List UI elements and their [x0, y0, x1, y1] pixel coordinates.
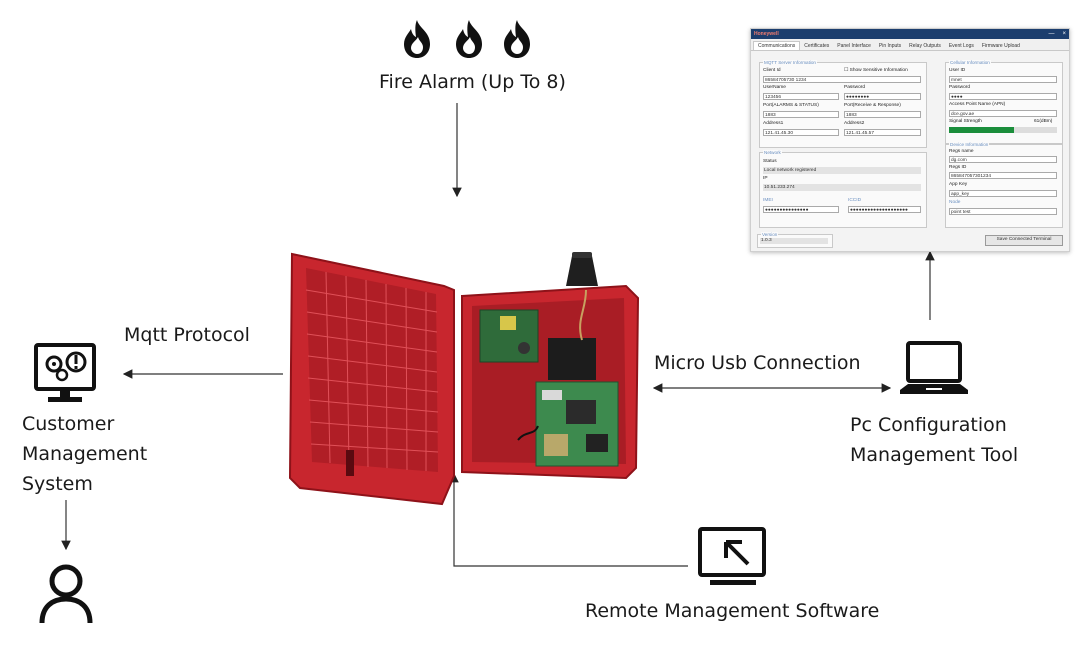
- port-alarms-field[interactable]: 1883: [763, 111, 839, 118]
- tab-pin-inputs[interactable]: Pin Inputs: [878, 43, 902, 49]
- mqtt-server-group: MQTT Server Information Client Id ☐ Show…: [759, 60, 927, 148]
- status-label: Status: [763, 159, 777, 164]
- usb-label: Micro Usb Connection: [654, 352, 861, 374]
- password-field[interactable]: ●●●●●●●●: [844, 93, 921, 100]
- address2-label: Address2: [844, 121, 865, 126]
- apn-field[interactable]: dce.gov.ae: [949, 110, 1057, 117]
- show-sensitive-checkbox[interactable]: ☐ Show Sensitive Information: [844, 68, 908, 73]
- cell-password-label: Password: [949, 85, 971, 90]
- arrow-remote-to-panel: [449, 472, 688, 567]
- minimize-icon[interactable]: —: [1048, 31, 1055, 37]
- tab-relay-outputs[interactable]: Relay Outputs: [909, 43, 941, 49]
- signal-bar: [949, 127, 1057, 133]
- device-group-title: Device Information: [949, 142, 990, 147]
- client-id-label: Client Id: [763, 68, 781, 73]
- address1-field[interactable]: 121.41.45.30: [763, 129, 839, 136]
- regs-name-label: Regs name: [949, 149, 974, 154]
- regs-name-field[interactable]: dg.com: [949, 156, 1057, 163]
- window-titlebar: Honeywell — ×: [751, 29, 1069, 39]
- ip-value: 10.51.233.274: [763, 184, 921, 191]
- address1-label: Address1: [763, 121, 784, 126]
- config-tool-window: Honeywell — × Communications Certificates…: [750, 28, 1070, 252]
- fire-panel-enclosure: [286, 250, 642, 516]
- tab-firmware-upload[interactable]: Firmware Upload: [981, 43, 1020, 49]
- cell-password-field[interactable]: ●●●●: [949, 93, 1057, 100]
- fire-icon: [452, 18, 486, 64]
- save-connected-terminal-button[interactable]: Save Connected Terminal: [985, 235, 1063, 246]
- monitor-gears-icon: [32, 342, 98, 410]
- port-alarms-label: Port(ALARMS & STATUS): [763, 103, 819, 108]
- imei-label: IMEI: [763, 198, 773, 203]
- version-value: 1.0.3: [760, 238, 828, 244]
- regs-id-field[interactable]: 865847057301234: [949, 172, 1057, 179]
- pc-tool-label-line1: Pc Configuration: [850, 414, 1007, 436]
- version-group: Version 1.0.3: [757, 232, 833, 248]
- pc-tool-label-line2: Management Tool: [850, 444, 1019, 466]
- user-id-field[interactable]: mnet: [949, 76, 1057, 83]
- mqtt-label: Mqtt Protocol: [124, 324, 250, 346]
- cellular-group: Cellular Information User ID mnet Passwo…: [945, 60, 1063, 144]
- client-id-field[interactable]: 86584705730 1234: [763, 76, 921, 83]
- tab-communications[interactable]: Communications: [753, 41, 801, 50]
- user-icon: [38, 563, 94, 629]
- port-receive-field[interactable]: 1883: [844, 111, 921, 118]
- apn-label: Access Point Name (APN): [949, 102, 1006, 107]
- laptop-icon: [898, 340, 970, 402]
- network-group: Network Status Local network registered …: [759, 150, 927, 228]
- tab-panel-interface[interactable]: Panel Interface: [837, 43, 871, 49]
- cellular-group-title: Cellular Information: [949, 60, 991, 65]
- iccid-field[interactable]: ●●●●●●●●●●●●●●●●●●●●: [848, 206, 921, 213]
- window-title: Honeywell: [754, 31, 779, 37]
- customer-label-line1: Customer: [22, 413, 115, 435]
- customer-label-line2: Management: [22, 443, 148, 465]
- node-field[interactable]: point test: [949, 208, 1057, 215]
- user-id-label: User ID: [949, 68, 966, 73]
- signal-bar-fill: [949, 127, 1014, 133]
- fire-icon: [400, 18, 434, 64]
- remote-screen-icon: [696, 526, 770, 592]
- node-label: Node: [949, 200, 961, 205]
- device-group: Device Information Regs name dg.com Regs…: [945, 142, 1063, 228]
- port-receive-label: Port(Receive & Response): [844, 103, 901, 108]
- ip-label: IP: [763, 176, 768, 181]
- signal-label: Signal Strength: [949, 119, 982, 124]
- fire-icon: [500, 18, 534, 64]
- username-label: UserName: [763, 85, 786, 90]
- address2-field[interactable]: 121.41.45.57: [844, 129, 921, 136]
- imei-field[interactable]: ●●●●●●●●●●●●●●●: [763, 206, 839, 213]
- close-icon[interactable]: ×: [1062, 31, 1066, 37]
- regs-id-label: Regs ID: [949, 165, 967, 170]
- mqtt-group-title: MQTT Server Information: [763, 60, 817, 65]
- network-group-title: Network: [763, 150, 782, 155]
- tab-bar: Communications Certificates Panel Interf…: [751, 39, 1069, 51]
- username-field[interactable]: 123456: [763, 93, 839, 100]
- app-key-label: App Key: [949, 182, 968, 187]
- app-key-field[interactable]: app_key: [949, 190, 1057, 197]
- signal-value: 61(dBm): [1034, 119, 1053, 124]
- remote-label: Remote Management Software: [585, 600, 880, 622]
- fire-alarm-label: Fire Alarm (Up To 8): [379, 71, 566, 93]
- tab-event-logs[interactable]: Event Logs: [948, 43, 974, 49]
- version-label: Version: [761, 232, 779, 237]
- show-sensitive-label: Show Sensitive Information: [849, 68, 908, 73]
- password-label: Password: [844, 85, 866, 90]
- iccid-label: ICCID: [848, 198, 862, 203]
- status-value: Local network registered: [763, 167, 921, 174]
- customer-label-line3: System: [22, 473, 93, 495]
- tab-certificates[interactable]: Certificates: [804, 43, 830, 49]
